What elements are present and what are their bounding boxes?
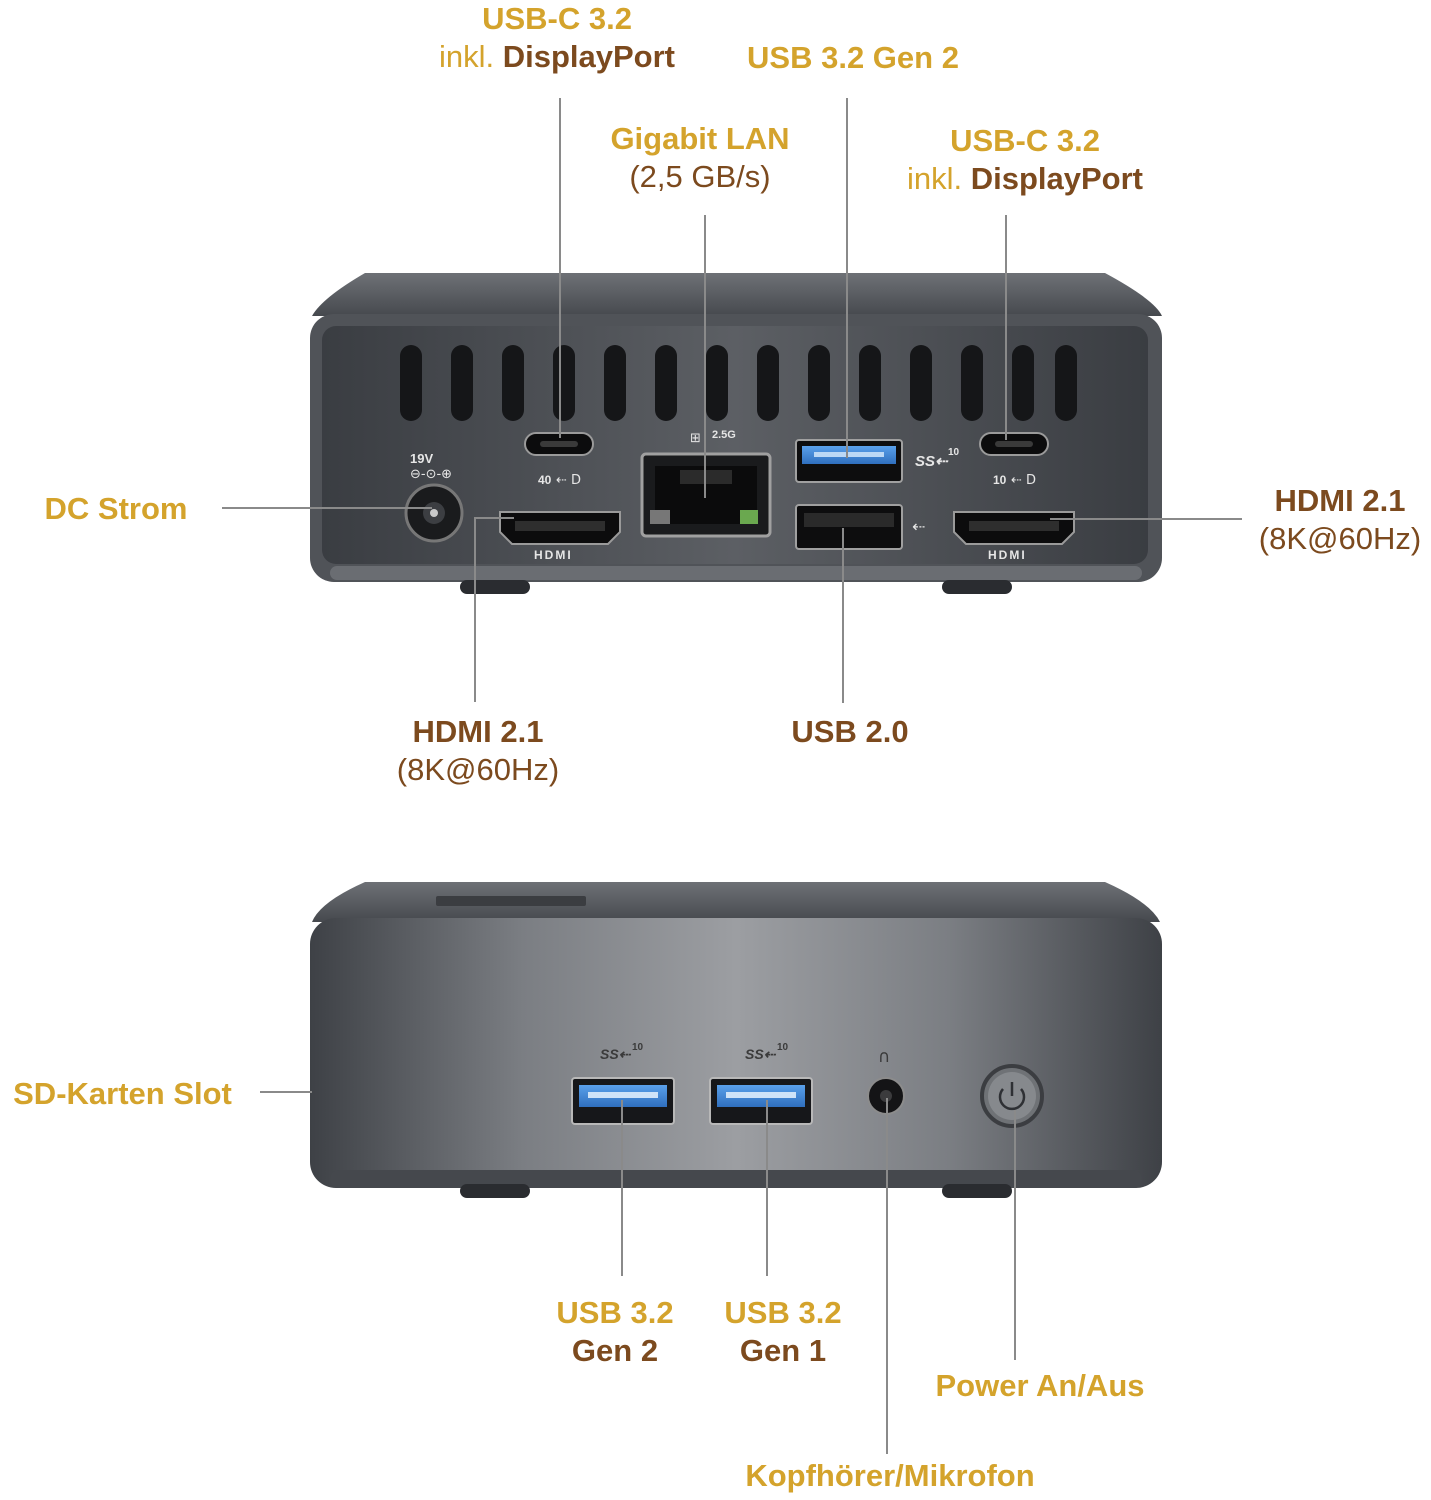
ss-usb-icon-front-1: SS⇠ [600,1046,632,1062]
polarity-icon: ⊖-⊙-⊕ [410,467,452,482]
leader-usb20 [842,528,844,703]
leader-lan [704,215,706,498]
label-usb32-gen2: USB 3.2 Gen 2 [747,40,959,75]
label-dc: DC Strom [44,491,188,526]
leader-sd [260,1091,312,1093]
usbc-10-marking: 10 [993,473,1007,487]
leader-usb-gen1 [766,1100,768,1276]
vent-slots [400,345,1077,421]
label-sd: SD-Karten Slot [13,1076,232,1111]
ss-usb-icon: SS⇠ [915,453,949,470]
label-lan: Gigabit LAN (2,5 GB/s) [610,121,790,194]
leader-usbc-left [559,98,561,438]
leader-audio [886,1098,888,1454]
power-icon [998,1088,1026,1111]
usb-front-port-2: SS⇠ 10 [709,1042,813,1125]
front-panel-device: SS⇠ 10 SS⇠ 10 ∩ [310,882,1162,1198]
label-usbc-right: USB-C 3.2 inkl. DisplayPort [906,123,1144,196]
back-panel-device: 19V ⊖-⊙-⊕ 40 ⇠ D HDMI ⊞ 2.5G [310,273,1162,594]
usb32-port-back: SS⇠ 10 [795,439,960,483]
leader-usb-gen2 [621,1100,623,1276]
usb-front-port-1: SS⇠ 10 [571,1042,675,1125]
ss10-marking-front-2: 10 [777,1042,789,1053]
volt-marking: 19V [410,451,433,466]
ss10-marking-front-1: 10 [632,1042,644,1053]
leader-hdmi-right [1050,518,1242,520]
leader-hdmi-left-h [474,517,514,519]
label-usb20: USB 2.0 [791,714,909,749]
headset-icon: ∩ [878,1047,890,1067]
hdmi-port-left: HDMI [499,511,621,562]
label-hdmi-left: HDMI 2.1 (8K@60Hz) [396,714,560,787]
label-power: Power An/Aus [935,1368,1145,1403]
brand-logo [436,896,586,906]
ss10-marking-back: 10 [948,447,960,458]
usb-dp-icon: ⇠ D [556,473,581,488]
leader-hdmi-left-v [474,517,476,702]
label-usb-gen1-front: USB 3.2 Gen 1 [724,1295,842,1368]
leader-dc [222,507,432,509]
power-button[interactable] [980,1064,1044,1128]
ss-usb-icon-front-2: SS⇠ [745,1046,777,1062]
lan-speed-marking: 2.5G [712,429,736,441]
hdmi-marking-left: HDMI [534,548,573,562]
usbc-40-marking: 40 [538,473,552,487]
usbc-port-right: 10 ⇠ D [979,432,1049,488]
leader-power [1014,1110,1016,1360]
audio-jack: ∩ [867,1047,905,1115]
usb-icon: ⇠ [912,517,925,536]
usb20-port: ⇠ [795,504,925,550]
label-hdmi-right: HDMI 2.1 (8K@60Hz) [1258,483,1422,556]
hdmi-port-right: HDMI [953,511,1075,562]
hdmi-marking-right: HDMI [988,548,1027,562]
usb-dp-icon-right: ⇠ D [1011,473,1036,488]
leader-usb32-gen2 [846,98,848,458]
lan-port: ⊞ 2.5G [640,429,772,538]
label-usbc-left: USB-C 3.2 inkl. DisplayPort [438,1,676,74]
lan-icon: ⊞ [690,431,701,446]
label-audio: Kopfhörer/Mikrofon [745,1458,1035,1493]
label-usb-gen2-front: USB 3.2 Gen 2 [556,1295,674,1368]
leader-usbc-right [1005,215,1007,440]
